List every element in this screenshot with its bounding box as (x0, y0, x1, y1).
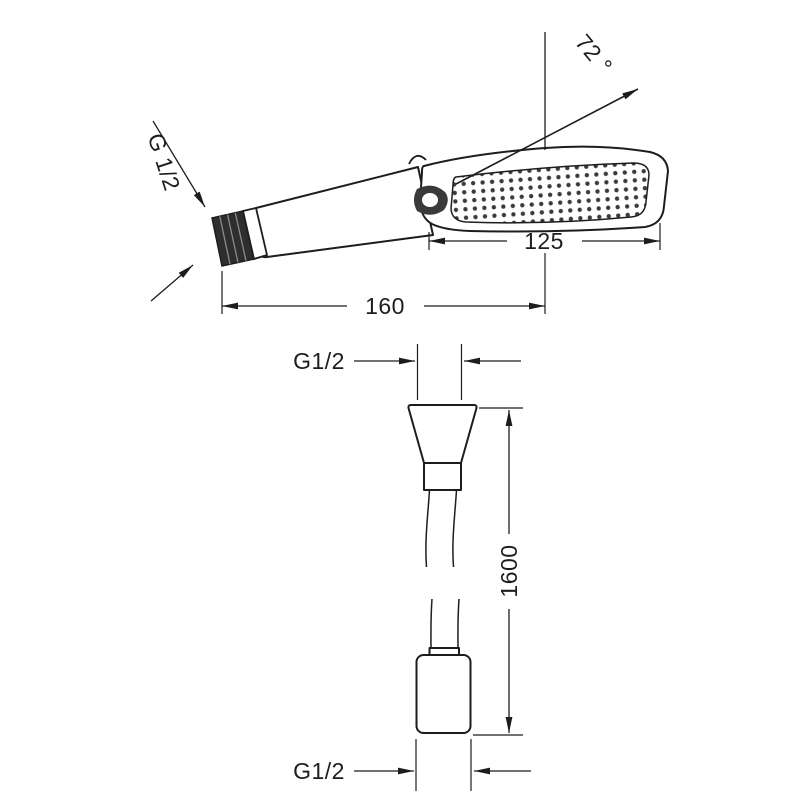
hose-length-label: 1600 (496, 544, 522, 597)
angle-line (455, 88, 639, 185)
dim-125-label: 125 (524, 228, 564, 254)
dim-160-label: 160 (365, 293, 405, 319)
pivot-highlight (422, 193, 438, 207)
selector-notch (408, 154, 427, 165)
hose-view (407, 404, 478, 734)
hose-lower-right-edge (457, 598, 460, 652)
hose-annotations: G1/2 1600 G1/2 (293, 344, 531, 791)
angle-label: 72 ° (570, 29, 618, 79)
head-thread-leader-lower (150, 264, 194, 302)
hose-bottom-fitting (415, 654, 472, 734)
head-thread-leader-upper (152, 120, 206, 208)
hose-thread-bottom-label: G1/2 (293, 758, 345, 784)
hose-top-cylinder (423, 462, 462, 491)
hose-top-nut (407, 404, 478, 464)
hose-lower-left-edge (430, 598, 433, 652)
connector-collar (241, 206, 269, 261)
shower-head-view (211, 145, 669, 267)
hose-upper-right-edge (452, 489, 458, 568)
connector-thread-ridges (219, 212, 247, 265)
hose-thread-top-label: G1/2 (293, 348, 345, 374)
spray-face-nozzles (450, 162, 650, 224)
hose-upper-left-edge (425, 489, 431, 568)
shower-handle (255, 166, 434, 259)
